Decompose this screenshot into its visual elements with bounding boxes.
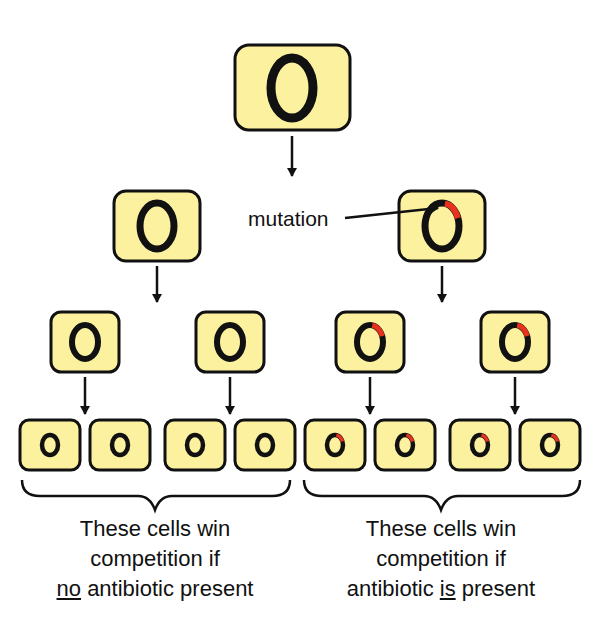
dna-ring	[42, 435, 58, 455]
mutation-segment	[551, 435, 557, 441]
mutation-segment	[517, 325, 527, 336]
division-arrow	[291, 136, 294, 176]
bacterial-cell	[305, 420, 365, 470]
bacterial-cell	[114, 191, 200, 261]
dna-ring	[257, 435, 273, 455]
caption-note: These cells win competition if antibioti…	[306, 514, 576, 604]
dna-ring	[112, 435, 128, 455]
mutation-segment	[372, 325, 382, 336]
dna-ring	[140, 203, 174, 249]
bacterial-cell	[520, 420, 580, 470]
dna-ring	[397, 435, 413, 455]
mutation-segment	[336, 435, 342, 441]
bacterial-cell	[375, 420, 435, 470]
division-arrow	[441, 266, 444, 302]
curly-brace	[22, 480, 290, 510]
bacterial-cell	[51, 312, 119, 372]
bacterial-cell	[450, 420, 510, 470]
division-arrow	[84, 377, 87, 414]
division-arrow	[369, 377, 372, 414]
dna-ring	[72, 325, 98, 359]
bacterial-cell	[90, 420, 150, 470]
dna-ring	[542, 435, 558, 455]
caption-note: These cells win competition if no antibi…	[20, 514, 290, 604]
division-arrow	[156, 266, 159, 302]
dna-ring	[217, 325, 243, 359]
mutation-segment	[406, 435, 412, 441]
curly-brace	[304, 480, 580, 510]
callout-label: mutation	[248, 204, 348, 233]
division-arrow	[229, 377, 232, 414]
dna-ring	[357, 325, 383, 359]
bacterial-cell	[20, 420, 80, 470]
bacterial-cell	[336, 312, 404, 372]
bacterial-cell	[196, 312, 264, 372]
mutation-segment	[481, 435, 487, 441]
dna-ring	[271, 58, 313, 118]
dna-ring	[187, 435, 203, 455]
bacterial-cell	[165, 420, 225, 470]
dna-ring	[327, 435, 343, 455]
bacterial-cell	[235, 45, 350, 130]
division-arrow	[514, 377, 517, 414]
bacterial-cell	[399, 191, 485, 261]
mutation-segment	[445, 203, 458, 218]
leader-arrow	[345, 208, 438, 218]
bacterial-cell	[481, 312, 549, 372]
bacterial-cell	[235, 420, 295, 470]
dna-ring	[472, 435, 488, 455]
dna-ring	[502, 325, 528, 359]
